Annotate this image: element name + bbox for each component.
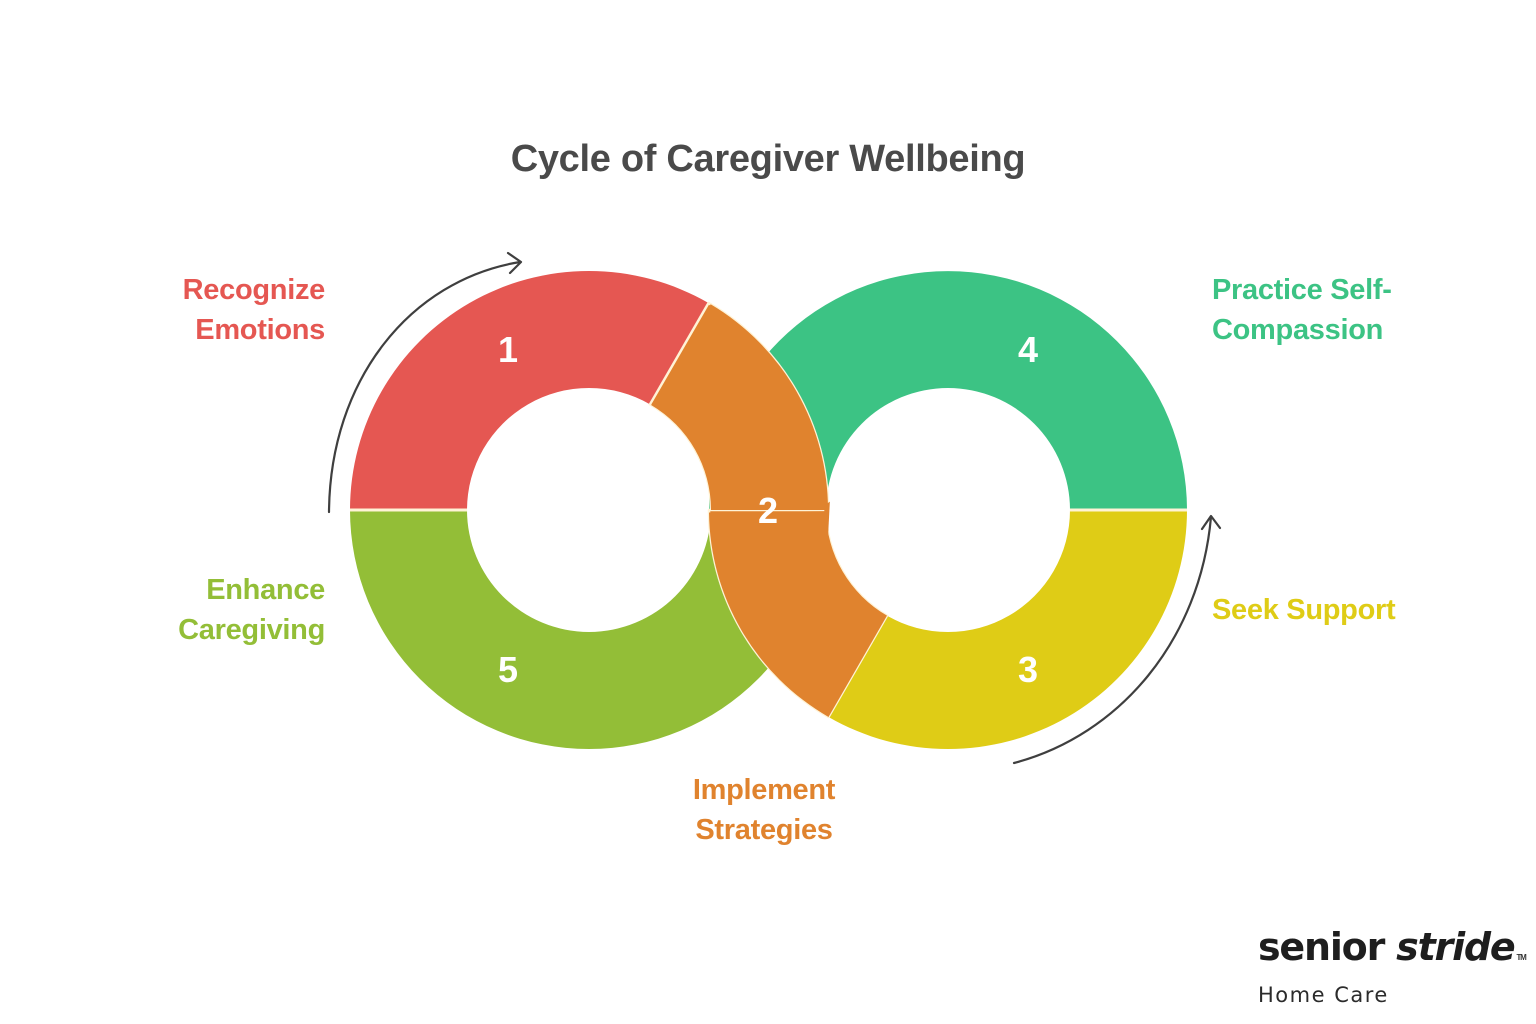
segment-1-recognize-emotions [350, 271, 709, 510]
trademark-symbol: TM [1516, 953, 1526, 962]
step-number-4: 4 [1017, 329, 1039, 370]
step-label-2-line2: Strategies [695, 814, 833, 846]
step-number-2: 2 [757, 490, 779, 531]
step-label-1-line2: Emotions [195, 314, 325, 346]
segment-4-practice-self-compassion [709, 271, 1187, 510]
step-label-3-line1: Seek Support [1212, 594, 1396, 626]
step-number-1: 1 [497, 329, 519, 370]
step-number-3: 3 [1017, 649, 1039, 690]
segment-5-enhance-caregiving [350, 510, 828, 749]
diagram-title: Cycle of Caregiver Wellbeing [510, 138, 1026, 180]
step-label-5: Enhance Caregiving [178, 570, 325, 650]
step-label-1: Recognize Emotions [182, 270, 326, 350]
segment-2-crossing [824, 501, 830, 544]
cycle-arrow-left-icon [327, 251, 523, 514]
step-label-5-line1: Enhance [206, 574, 325, 606]
step-label-5-line2: Caregiving [178, 614, 325, 646]
step-label-4-line1: Practice Self- [1212, 274, 1392, 306]
brand-subtitle: Home Care [1258, 983, 1389, 1007]
step-label-3: Seek Support [1212, 590, 1396, 630]
step-number-5: 5 [497, 649, 519, 690]
brand-name-part1: senior [1258, 925, 1397, 969]
segment-2-fill [651, 304, 887, 717]
step-label-4-line2: Compassion [1212, 314, 1384, 346]
brand-name-part2: stride [1396, 925, 1516, 969]
step-label-2: Implement Strategies [664, 770, 864, 850]
step-label-4: Practice Self- Compassion [1212, 270, 1392, 350]
cycle-arrow-right-icon [1012, 514, 1222, 765]
segment-3-seek-support [828, 510, 1187, 749]
step-label-1-line1: Recognize [182, 274, 326, 306]
step-label-2-line1: Implement [692, 774, 836, 806]
